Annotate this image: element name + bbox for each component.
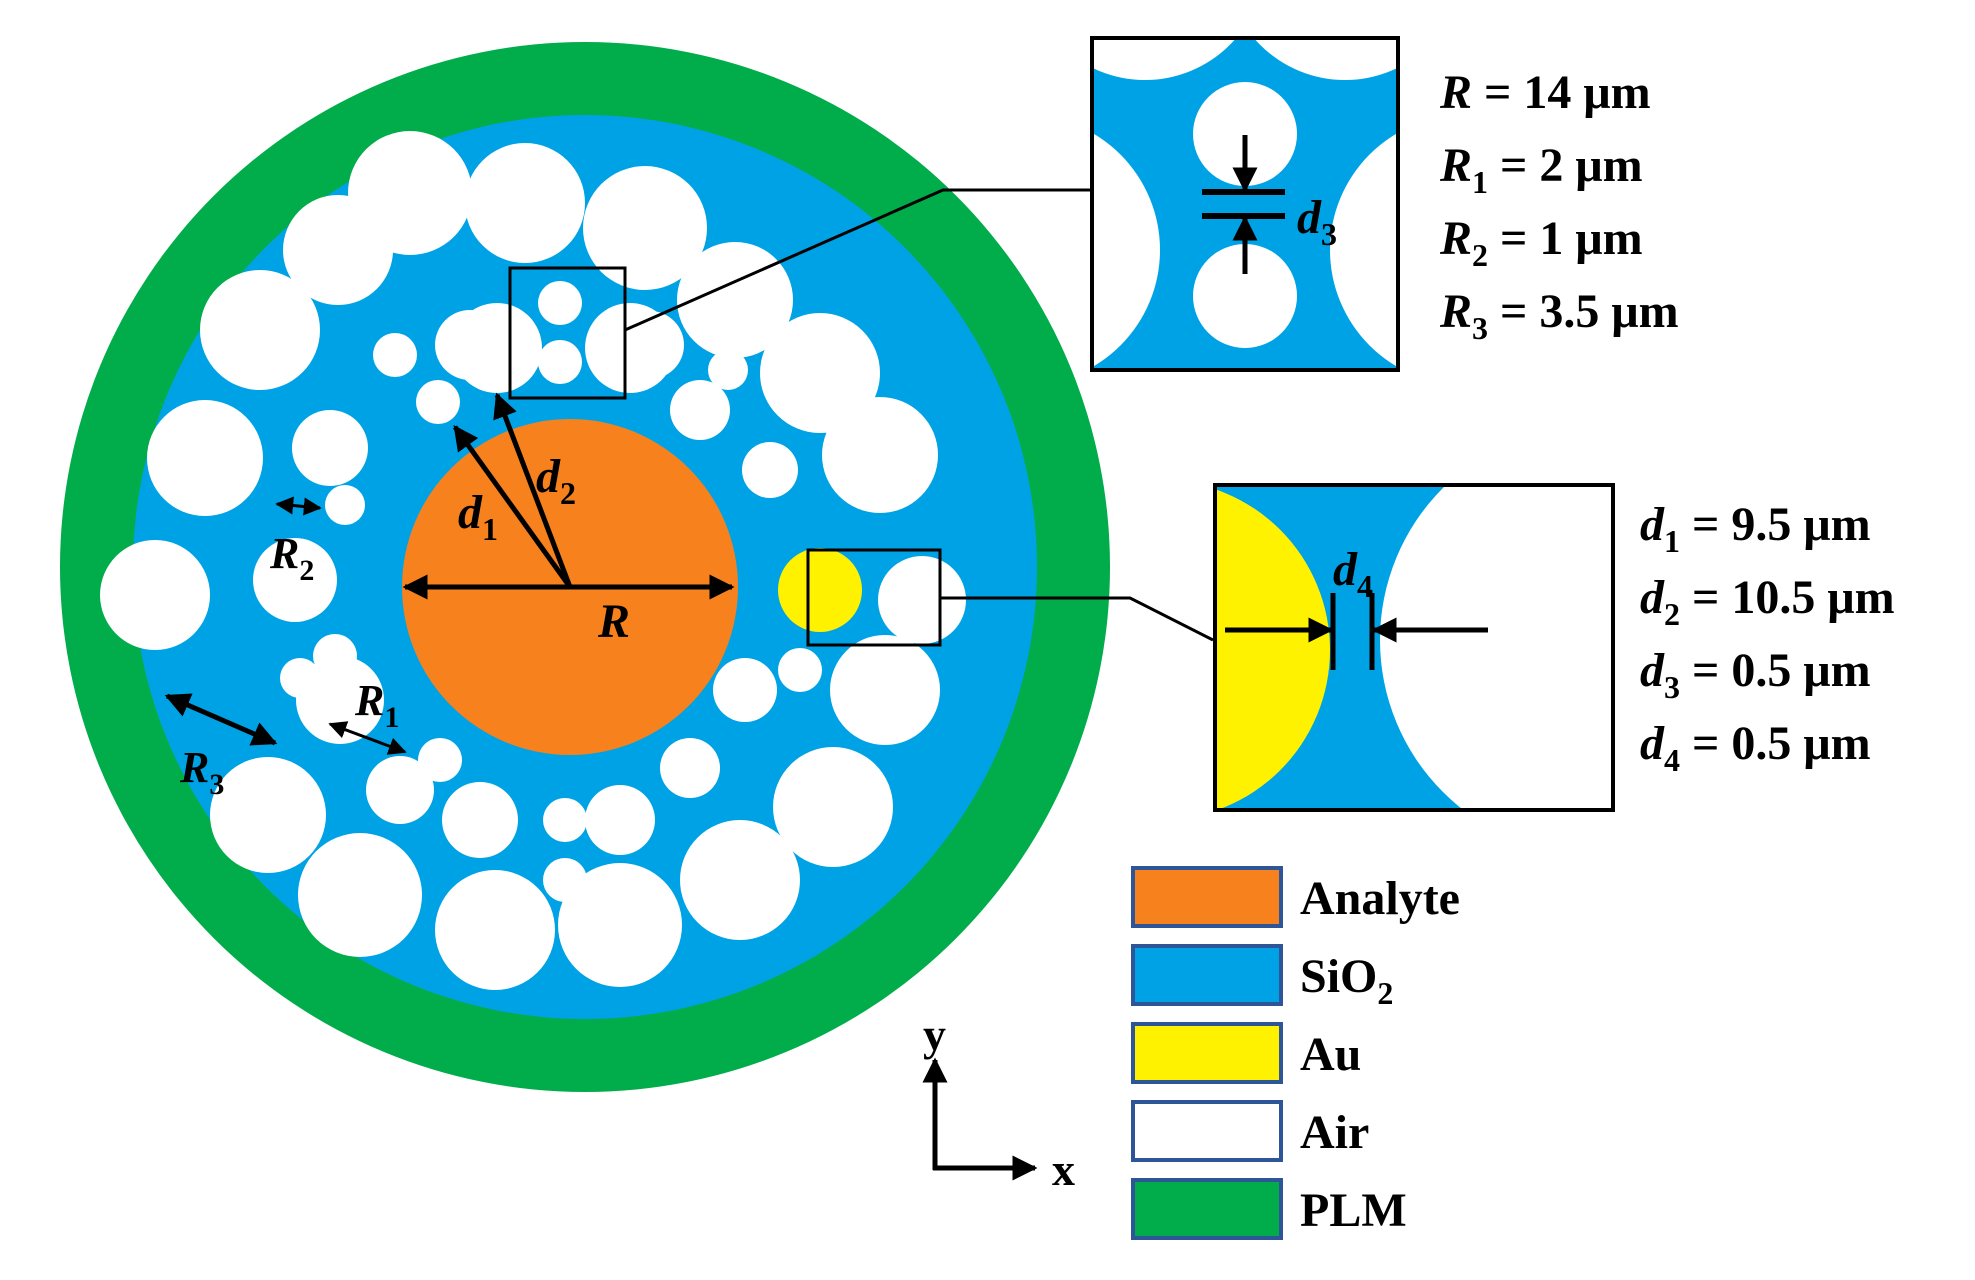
label-d4: d4	[1333, 543, 1373, 604]
air-hole	[452, 303, 542, 393]
air-hole	[878, 556, 966, 644]
air-hole	[325, 485, 365, 525]
air-hole	[558, 863, 682, 987]
air-hole	[283, 195, 393, 305]
air-hole	[713, 658, 777, 722]
air-hole	[543, 798, 587, 842]
connector-top	[624, 188, 1090, 332]
legend-label-plm: PLM	[1300, 1184, 1407, 1237]
air-hole	[708, 350, 748, 390]
label-R2: R2	[269, 529, 314, 587]
air-hole	[147, 400, 263, 516]
connector-right	[940, 596, 1214, 642]
legend-swatch-sio2	[1131, 944, 1283, 1006]
param-top-3: R3 = 3.5 μm	[1439, 285, 1679, 346]
legend-label-sio2: SiO2	[1300, 950, 1393, 1011]
air-hole	[830, 635, 940, 745]
legend-label-au: Au	[1300, 1028, 1361, 1081]
inset-top-hole-tr	[1253, 38, 1398, 80]
R2-arrow	[275, 496, 322, 516]
inset-top-hole-right	[1330, 132, 1398, 368]
axes-indicator: y x	[922, 1009, 1075, 1195]
R3-arrow	[164, 693, 278, 746]
label-d2: d2	[536, 450, 576, 511]
label-d1: d1	[458, 486, 498, 547]
air-hole	[742, 442, 798, 498]
param-bottom-0: d1 = 9.5 μm	[1640, 498, 1871, 559]
au-channel	[778, 548, 862, 632]
inset-box-top-marker	[508, 266, 627, 400]
param-bottom-3: d4 = 0.5 μm	[1640, 717, 1871, 778]
air-hole	[442, 782, 518, 858]
air-hole	[543, 858, 587, 902]
air-hole	[538, 281, 582, 325]
air-hole	[416, 380, 460, 424]
air-hole	[100, 540, 210, 650]
air-hole	[366, 756, 434, 824]
air-hole	[435, 870, 555, 990]
legend-swatch-air	[1131, 1100, 1283, 1162]
air-hole	[418, 738, 462, 782]
fiber	[60, 42, 1110, 1092]
inset-top: d3	[1090, 36, 1400, 372]
air-hole	[778, 648, 822, 692]
d2-arrow	[493, 392, 573, 588]
air-hole	[677, 242, 793, 358]
label-R: R	[597, 595, 630, 648]
param-bottom-1: d2 = 10.5 μm	[1640, 571, 1895, 632]
legend-label-analyte: Analyte	[1300, 872, 1460, 925]
legend-swatch-plm	[1131, 1178, 1283, 1240]
air-hole	[670, 380, 730, 440]
inset-bottom-air	[1380, 485, 1613, 810]
inset-top-hole-left	[1092, 132, 1160, 368]
air-hole	[298, 833, 422, 957]
x-axis-label: x	[1052, 1144, 1075, 1195]
param-bottom-2: d3 = 0.5 μm	[1640, 644, 1871, 705]
air-hole	[210, 757, 326, 873]
air-holes	[100, 131, 966, 990]
air-hole	[583, 166, 707, 290]
air-hole	[585, 785, 655, 855]
air-hole	[660, 738, 720, 798]
inset-bottom-au	[1215, 489, 1330, 810]
air-hole	[292, 410, 368, 486]
parameter-list-top: R = 14 μm R1 = 2 μm R2 = 1 μm R3 = 3.5 μm	[1439, 66, 1679, 346]
air-hole	[773, 747, 893, 867]
legend-swatch-au	[1131, 1022, 1283, 1084]
air-hole	[465, 143, 585, 263]
air-hole	[822, 397, 938, 513]
air-hole	[760, 313, 880, 433]
legend-label-air: Air	[1300, 1106, 1369, 1159]
inset-bottom: d4	[1213, 483, 1615, 812]
label-R1: R1	[354, 676, 399, 734]
param-top-0: R = 14 μm	[1439, 66, 1651, 119]
parameter-list-bottom: d1 = 9.5 μm d2 = 10.5 μm d3 = 0.5 μm d4 = 0…	[1640, 498, 1895, 778]
inset-top-hole-lower	[1193, 244, 1297, 348]
inset-top-hole-upper	[1193, 82, 1297, 186]
air-hole	[538, 340, 582, 384]
air-hole	[253, 538, 337, 622]
param-top-1: R1 = 2 μm	[1439, 139, 1643, 200]
label-R3: R3	[179, 743, 224, 801]
label-d3: d3	[1297, 191, 1337, 252]
air-hole	[680, 820, 800, 940]
air-hole	[373, 333, 417, 377]
inset-top-hole-tl	[1092, 38, 1237, 80]
param-top-2: R2 = 1 μm	[1439, 212, 1643, 273]
R1-arrow	[328, 721, 407, 755]
air-hole	[313, 634, 357, 678]
legend-swatch-analyte	[1131, 866, 1283, 928]
air-hole	[200, 270, 320, 390]
air-hole	[280, 658, 320, 698]
air-hole	[585, 303, 675, 393]
d1-arrow	[452, 424, 573, 589]
y-axis-label: y	[923, 1009, 946, 1060]
